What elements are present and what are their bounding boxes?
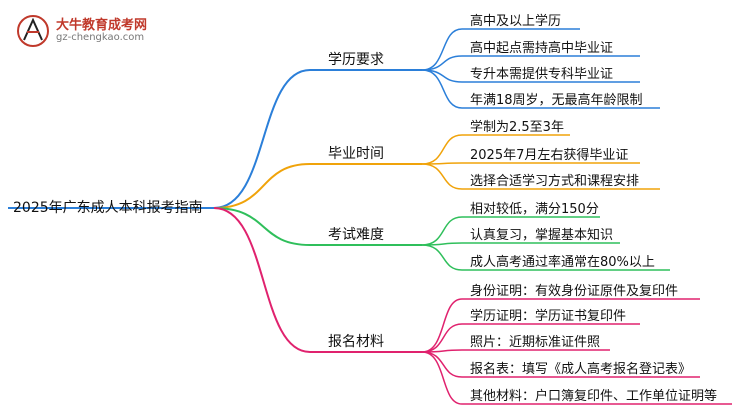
leaf-topic: 高中及以上学历: [470, 14, 562, 29]
leaf-connector: [421, 28, 580, 71]
site-logo: 大牛教育成考网 gz-chengkao.com: [6, 8, 176, 52]
root-topic: 2025年广东成人本科报考指南: [13, 200, 203, 216]
branch-topic: 学历要求: [328, 52, 384, 68]
branch-topic: 毕业时间: [328, 146, 384, 162]
leaf-topic: 其他材料：户口簿复印件、工作单位证明等: [470, 389, 718, 404]
leaf-connector: [421, 162, 640, 165]
leaf-connector: [421, 351, 732, 405]
leaf-topic: 学历证明：学历证书复印件: [470, 309, 627, 324]
leaf-connector: [421, 349, 610, 353]
branch-topic: 考试难度: [328, 227, 384, 243]
leaf-connector: [421, 216, 600, 246]
leaf-topic: 认真复习，掌握基本知识: [470, 228, 614, 243]
leaf-connector: [421, 69, 660, 109]
branch-connector: [213, 207, 422, 246]
leaf-topic: 照片：近期标准证件照: [470, 335, 601, 350]
leaf-topic: 年满18周岁，无最高年龄限制: [470, 93, 643, 108]
leaf-connector: [421, 55, 640, 71]
branch-connector: [213, 163, 422, 209]
leaf-topic: 相对较低，满分150分: [470, 202, 599, 217]
leaf-topic: 身份证明：有效身份证原件及复印件: [470, 284, 679, 299]
logo-url: gz-chengkao.com: [56, 32, 145, 43]
leaf-topic: 成人高考通过率通常在80%以上: [470, 255, 655, 270]
leaf-topic: 报名表：填写《成人高考报名登记表》: [470, 362, 692, 377]
leaf-topic: 学制为2.5至3年: [470, 120, 564, 135]
leaf-topic: 高中起点需持高中毕业证: [470, 41, 614, 56]
leaf-connector: [421, 244, 670, 271]
leaf-connector: [421, 323, 640, 353]
logo-title: 大牛教育成考网: [56, 18, 148, 33]
leaf-connector: [421, 134, 570, 165]
logo-mark-icon: [17, 15, 49, 47]
leaf-topic: 专升本需提供专科毕业证: [470, 67, 614, 82]
leaf-connector: [421, 163, 660, 190]
leaf-topic: 2025年7月左右获得毕业证: [470, 148, 629, 163]
leaf-connector: [421, 298, 700, 353]
leaf-connector: [421, 242, 620, 246]
branch-connector: [213, 207, 422, 353]
branch-connector: [213, 69, 422, 209]
leaf-connector: [421, 351, 700, 378]
branch-topic: 报名材料: [328, 334, 384, 350]
leaf-topic: 选择合适学习方式和课程安排: [470, 174, 640, 189]
